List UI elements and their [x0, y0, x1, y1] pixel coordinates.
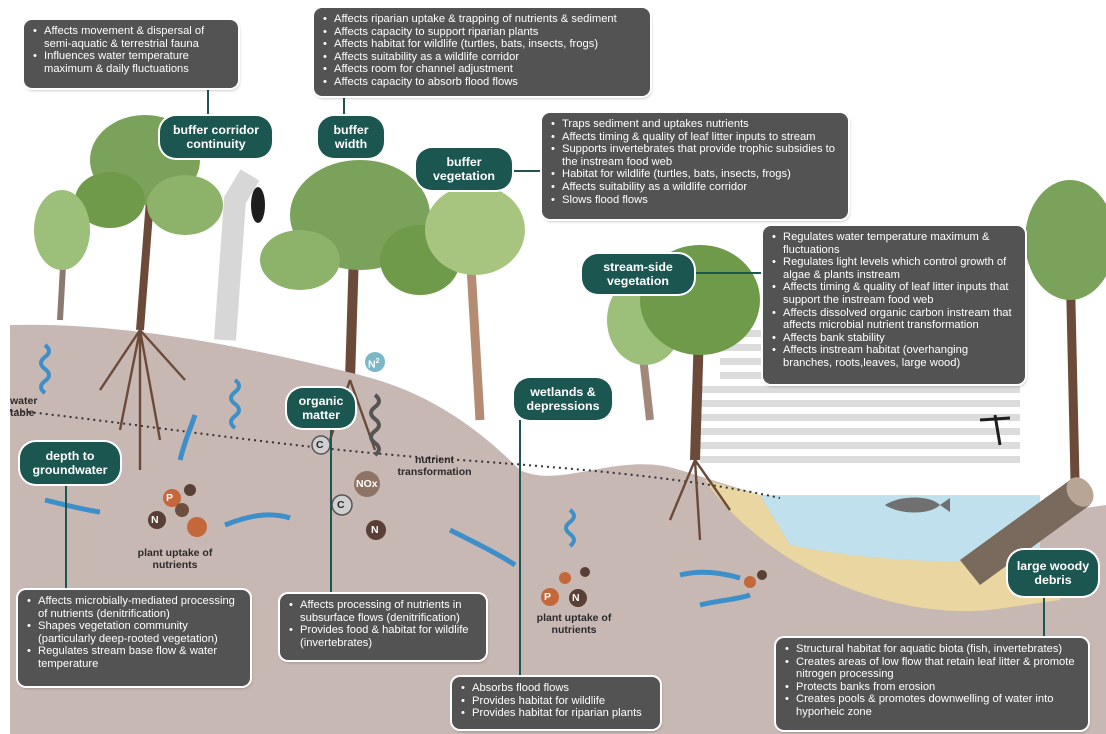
- stream-side-vegetation-heading: stream-side vegetation: [582, 254, 694, 294]
- n2-label: N2: [368, 356, 380, 371]
- carbon-label: C: [316, 439, 324, 451]
- bullet: Affects capacity to absorb flood flows: [322, 76, 640, 89]
- bullet: Protects banks from erosion: [784, 681, 1078, 694]
- nitrogen-label: N: [151, 514, 159, 526]
- nitrogen-label-3: N: [572, 592, 580, 604]
- large-woody-debris-heading: large woody debris: [1008, 550, 1098, 596]
- bullet: Provides habitat for wildlife: [460, 695, 650, 708]
- bullet: Slows flood flows: [550, 194, 838, 207]
- bullet: Affects movement & dispersal of semi-aqu…: [32, 25, 228, 50]
- dead-tree-icon: [225, 175, 265, 340]
- right-tree-icon: [1025, 180, 1106, 480]
- stream-side-vegetation-callout: Regulates water temperature maximum & fl…: [763, 226, 1025, 384]
- bullet: Regulates water temperature maximum & fl…: [771, 231, 1015, 256]
- bullet: Affects microbially-mediated processing …: [26, 595, 240, 620]
- buffer-corridor-continuity-heading: buffer corridor continuity: [160, 116, 272, 158]
- connector-line: [1043, 595, 1045, 640]
- bullet: Shapes vegetation community (particularl…: [26, 620, 240, 645]
- bullet: Affects room for channel adjustment: [322, 63, 640, 76]
- bullet: Affects suitability as a wildlife corrid…: [322, 51, 640, 64]
- bullet: Provides habitat for riparian plants: [460, 707, 650, 720]
- bullet: Affects instream habitat (overhanging br…: [771, 344, 1015, 369]
- nutrient-transformation-label: nutrient transformation: [392, 454, 477, 478]
- wetlands-callout: Absorbs flood flows Provides habitat for…: [452, 677, 660, 729]
- phosphorus-label-2: P: [544, 591, 551, 603]
- buffer-vegetation-heading: buffer vegetation: [416, 148, 512, 190]
- bullet: Provides food & habitat for wildlife (in…: [288, 624, 476, 649]
- bullet: Affects habitat for wildlife (turtles, b…: [322, 38, 640, 51]
- bullet: Structural habitat for aquatic biota (fi…: [784, 643, 1078, 656]
- plant-uptake-label-1: plant uptake of nutrients: [135, 547, 215, 571]
- connector-line: [519, 420, 521, 680]
- nitrogen-label-2: N: [371, 524, 379, 536]
- connector-line: [65, 482, 67, 592]
- connector-line: [343, 95, 345, 118]
- buffer-vegetation-callout: Traps sediment and uptakes nutrients Aff…: [542, 113, 848, 219]
- gum-tree-icon: [425, 185, 525, 420]
- buffer-width-heading: buffer width: [318, 116, 384, 158]
- large-woody-debris-callout: Structural habitat for aquatic biota (fi…: [776, 638, 1088, 730]
- bullet: Affects bank stability: [771, 332, 1015, 345]
- bullet: Regulates light levels which control gro…: [771, 256, 1015, 281]
- connector-line: [330, 425, 332, 595]
- corridor-continuity-callout: Affects movement & dispersal of semi-aqu…: [24, 20, 238, 88]
- bullet: Influences water temperature maximum & d…: [32, 50, 228, 75]
- connector-line: [207, 88, 209, 118]
- depth-to-groundwater-heading: depth to groundwater: [20, 442, 120, 484]
- depth-to-groundwater-callout: Affects microbially-mediated processing …: [18, 590, 250, 686]
- connector-line: [693, 272, 763, 274]
- far-left-tree-icon: [34, 190, 90, 320]
- bullet: Affects suitability as a wildlife corrid…: [550, 181, 838, 194]
- bullet: Habitat for wildlife (turtles, bats, ins…: [550, 168, 838, 181]
- bullet: Regulates stream base flow & water tempe…: [26, 645, 240, 670]
- bullet: Creates areas of low flow that retain le…: [784, 656, 1078, 681]
- bullet: Affects timing & quality of leaf litter …: [771, 281, 1015, 306]
- bullet: Supports invertebrates that provide trop…: [550, 143, 838, 168]
- bullet: Affects timing & quality of leaf litter …: [550, 131, 838, 144]
- bullet: Affects processing of nutrients in subsu…: [288, 599, 476, 624]
- organic-matter-callout: Affects processing of nutrients in subsu…: [280, 594, 486, 660]
- water-table-label: water table: [10, 395, 46, 419]
- bullet: Affects riparian uptake & trapping of nu…: [322, 13, 640, 26]
- bullet: Affects capacity to support riparian pla…: [322, 26, 640, 39]
- bullet: Creates pools & promotes downwelling of …: [784, 693, 1078, 718]
- carbon-label-2: C: [337, 499, 345, 511]
- wetlands-depressions-heading: wetlands & depressions: [514, 378, 612, 420]
- bullet: Affects dissolved organic carbon instrea…: [771, 307, 1015, 332]
- buffer-width-callout: Affects riparian uptake & trapping of nu…: [314, 8, 650, 96]
- phosphorus-label: P: [166, 492, 173, 504]
- organic-matter-heading: organic matter: [287, 388, 355, 428]
- bullet: Absorbs flood flows: [460, 682, 650, 695]
- nitrate-label: NOx: [356, 478, 378, 490]
- connector-line: [510, 170, 544, 172]
- bullet: Traps sediment and uptakes nutrients: [550, 118, 838, 131]
- centre-tree-icon: [260, 160, 460, 380]
- plant-uptake-label-2: plant uptake of nutrients: [534, 612, 614, 636]
